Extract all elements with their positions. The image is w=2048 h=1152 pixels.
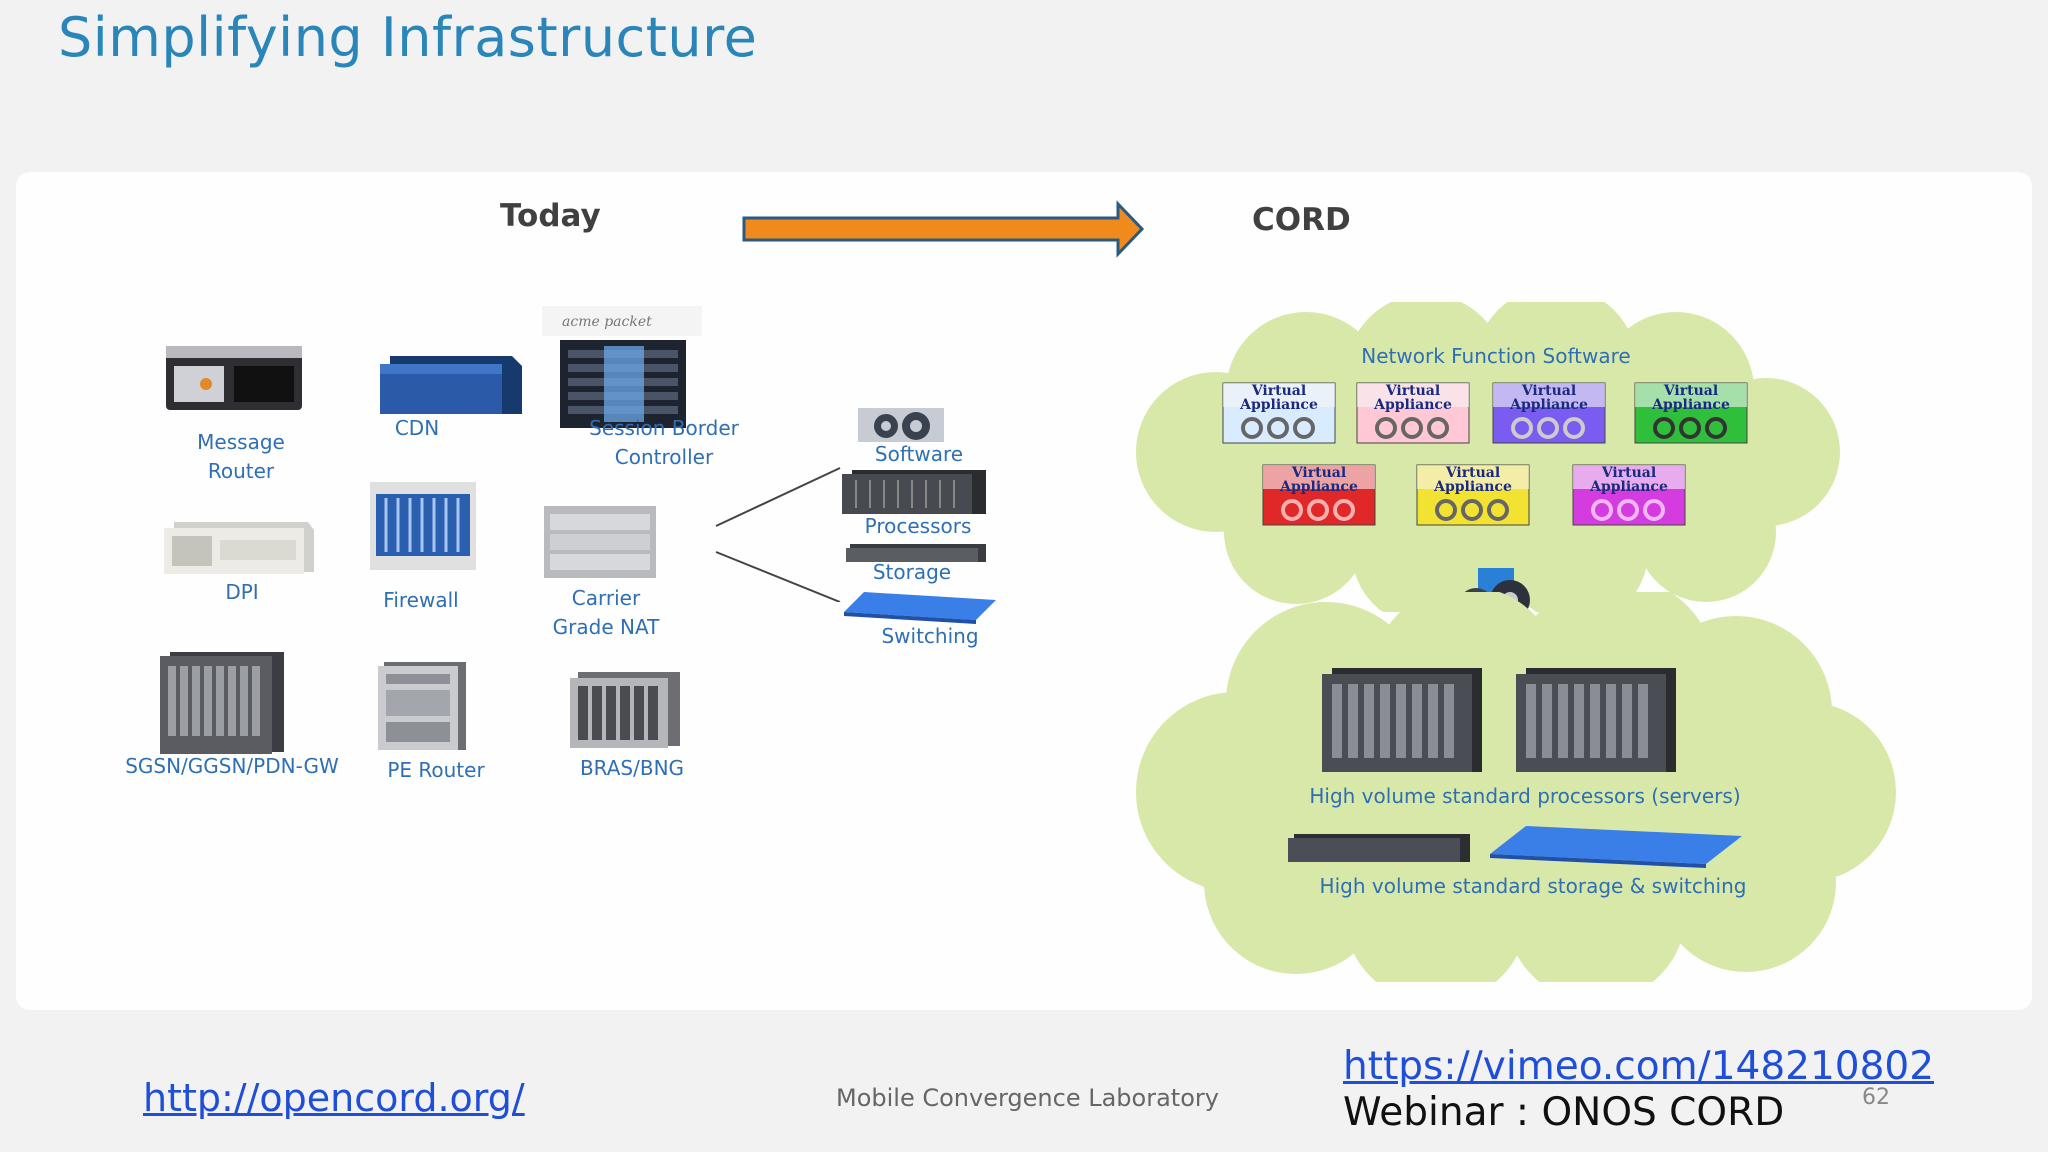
diagram-panel: Today CORD Message Router CDN acme packe…	[16, 172, 2032, 1010]
footer-bar	[0, 1030, 2048, 1152]
virtual-appliance-icon	[1572, 464, 1686, 526]
decomposition-lines	[715, 467, 841, 602]
device-label-message-router: Message Router	[197, 430, 285, 483]
virtual-appliance-label: Virtual Appliance	[1374, 383, 1452, 413]
message-router-icon	[166, 346, 302, 410]
virtual-appliance-icon	[1634, 382, 1748, 444]
cloud-label-storage-switching: High volume standard storage & switching	[1319, 874, 1747, 898]
webinar-title: Webinar : ONOS CORD	[1343, 1090, 1785, 1135]
virtual-appliance-5	[1262, 464, 1376, 526]
device-label-cdn: CDN	[394, 416, 440, 440]
virtual-appliance-label: Virtual Appliance	[1434, 465, 1512, 495]
component-label-storage: Storage	[872, 560, 952, 584]
software-gears-icon	[858, 408, 944, 442]
cloud-label-servers: High volume standard processors (servers…	[1309, 784, 1741, 808]
device-label-bras-bng: BRAS/BNG	[579, 756, 685, 780]
component-label-switching: Switching	[881, 624, 979, 648]
server-blade-icon	[1322, 668, 1482, 772]
virtual-appliance-icon	[1416, 464, 1530, 526]
virtual-appliance-3	[1492, 382, 1606, 444]
virtual-appliance-icon	[1222, 382, 1336, 444]
transition-arrow-icon	[742, 200, 1145, 258]
virtual-appliance-1	[1222, 382, 1336, 444]
lab-name: Mobile Convergence Laboratory	[836, 1084, 1219, 1112]
virtual-appliance-icon	[1492, 382, 1606, 444]
server-blade-icon	[1516, 668, 1676, 772]
virtual-appliance-label: Virtual Appliance	[1590, 465, 1668, 495]
cdn-icon	[380, 356, 522, 414]
storage-icon	[846, 544, 986, 562]
device-label-sgsn-ggsn-pdn-gw: SGSN/GGSN/PDN-GW	[125, 754, 339, 778]
network-switch-icon	[1490, 826, 1742, 868]
storage-array-icon	[1288, 834, 1470, 862]
virtual-appliance-4	[1634, 382, 1748, 444]
component-label-software: Software	[874, 442, 964, 466]
virtual-appliance-label: Virtual Appliance	[1240, 383, 1318, 413]
virtual-appliance-icon	[1262, 464, 1376, 526]
carrier-grade-nat-icon	[544, 506, 656, 578]
virtual-appliance-label: Virtual Appliance	[1280, 465, 1358, 495]
virtual-appliance-label: Virtual Appliance	[1652, 383, 1730, 413]
slide-title: Simplifying Infrastructure	[58, 6, 758, 69]
vendor-logo: acme packet	[562, 314, 652, 330]
page-number: 62	[1862, 1085, 1890, 1110]
today-label: Today	[500, 198, 601, 234]
device-label-dpi: DPI	[225, 580, 259, 604]
bras-bng-icon	[570, 672, 680, 748]
processors-icon	[842, 470, 986, 514]
virtual-appliance-2	[1356, 382, 1470, 444]
cord-label: CORD	[1252, 202, 1351, 238]
firewall-icon	[370, 482, 476, 570]
pe-router-icon	[378, 662, 466, 750]
opencord-link[interactable]: http://opencord.org/	[143, 1076, 525, 1120]
device-label-pe-router: PE Router	[387, 758, 485, 782]
device-label-session-border-controller: Session Border Controller	[589, 416, 739, 469]
virtual-appliance-6	[1416, 464, 1530, 526]
cloud-label-network-function-software: Network Function Software	[1361, 344, 1631, 368]
virtual-appliance-7	[1572, 464, 1686, 526]
virtual-appliance-label: Virtual Appliance	[1510, 383, 1588, 413]
dpi-icon	[164, 522, 314, 574]
switching-icon	[844, 592, 996, 624]
session-border-controller-icon: acme packet	[542, 306, 702, 428]
device-label-firewall: Firewall	[383, 588, 459, 612]
vimeo-link[interactable]: https://vimeo.com/148210802	[1343, 1044, 1935, 1089]
sgsn-ggsn-pdn-gw-icon	[160, 652, 284, 754]
device-label-carrier-grade-nat: Carrier Grade NAT	[552, 586, 660, 639]
component-label-processors: Processors	[864, 514, 972, 538]
virtual-appliance-icon	[1356, 382, 1470, 444]
